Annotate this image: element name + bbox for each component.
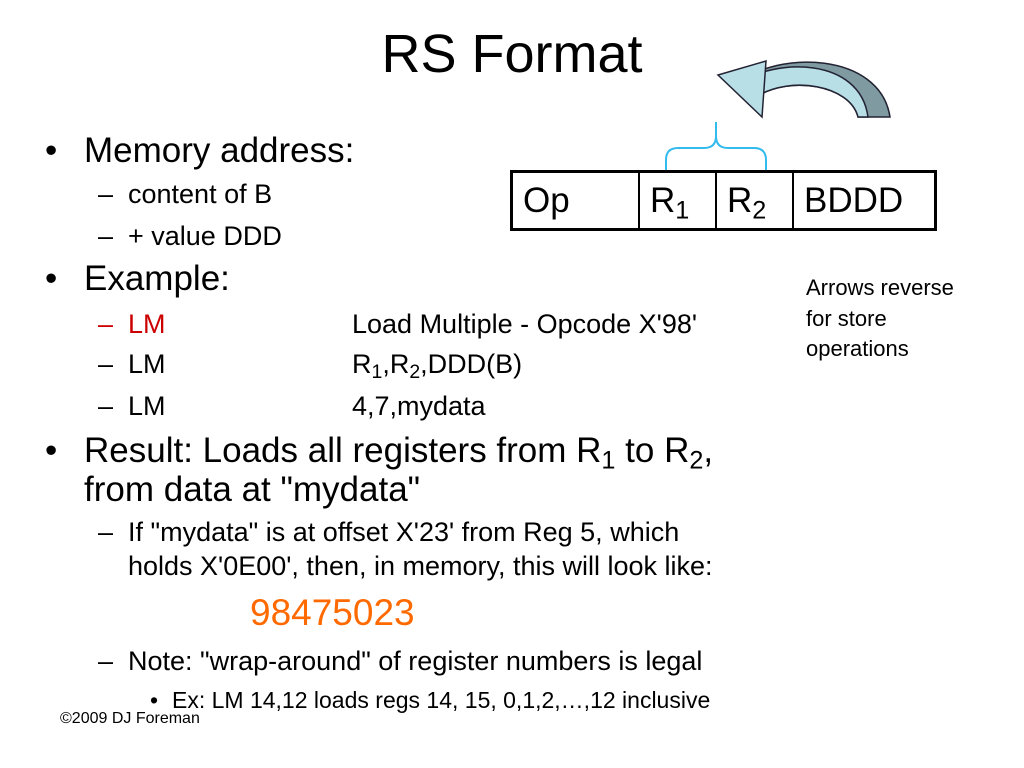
bullet-dot: • xyxy=(45,131,58,170)
sub-value-ddd: + value DDD xyxy=(128,221,282,251)
dash: – xyxy=(98,309,114,339)
memory-value: 98475023 xyxy=(250,592,415,633)
bullet-dot: • xyxy=(45,259,58,298)
bullet-dot: • xyxy=(45,431,58,470)
slide-title: RS Format xyxy=(381,24,643,84)
dash: – xyxy=(98,349,114,379)
example-op-3: LM xyxy=(128,391,166,421)
r1-cell: R1 xyxy=(638,170,717,231)
dash: – xyxy=(98,646,114,676)
bullet-example: Example: xyxy=(84,259,230,298)
example-op-1: LM xyxy=(128,309,166,339)
sub-content-of-b: content of B xyxy=(128,179,273,209)
bddd-cell: BDDD xyxy=(792,170,937,231)
if-line-2: holds X'0E00', then, in memory, this wil… xyxy=(128,551,713,581)
dash: – xyxy=(98,221,114,251)
side-note: Arrows reverse for store operations xyxy=(806,275,954,361)
note-wrap-around: Note: "wrap-around" of register numbers … xyxy=(128,646,703,676)
if-line-1: If "mydata" is at offset X'23' from Reg … xyxy=(128,517,680,547)
bullet-dot-small: • xyxy=(150,687,159,713)
result-line-2: from data at "mydata" xyxy=(84,470,421,509)
footer-copyright: ©2009 DJ Foreman xyxy=(60,710,200,727)
op-cell: Op xyxy=(510,170,640,231)
example-text-3: 4,7,mydata xyxy=(352,391,486,421)
example-text-1: Load Multiple - Opcode X'98' xyxy=(352,309,698,339)
bullet-result: Result: Loads all registers from R1 to R… xyxy=(84,431,714,475)
dash: – xyxy=(98,179,114,209)
example-text-2: R1,R2,DDD(B) xyxy=(352,349,523,383)
dash: – xyxy=(98,517,114,547)
r2-cell: R2 xyxy=(715,170,794,231)
example-op-2: LM xyxy=(128,349,166,379)
bracket-icon xyxy=(665,122,767,172)
rs-format-table: Op R1 R2 BDDD xyxy=(510,170,937,231)
example-wrap: Ex: LM 14,12 loads regs 14, 15, 0,1,2,…,… xyxy=(172,687,711,713)
dash: – xyxy=(98,391,114,421)
curved-arrow-icon xyxy=(716,59,891,119)
bullet-memory: Memory address: xyxy=(84,131,355,170)
